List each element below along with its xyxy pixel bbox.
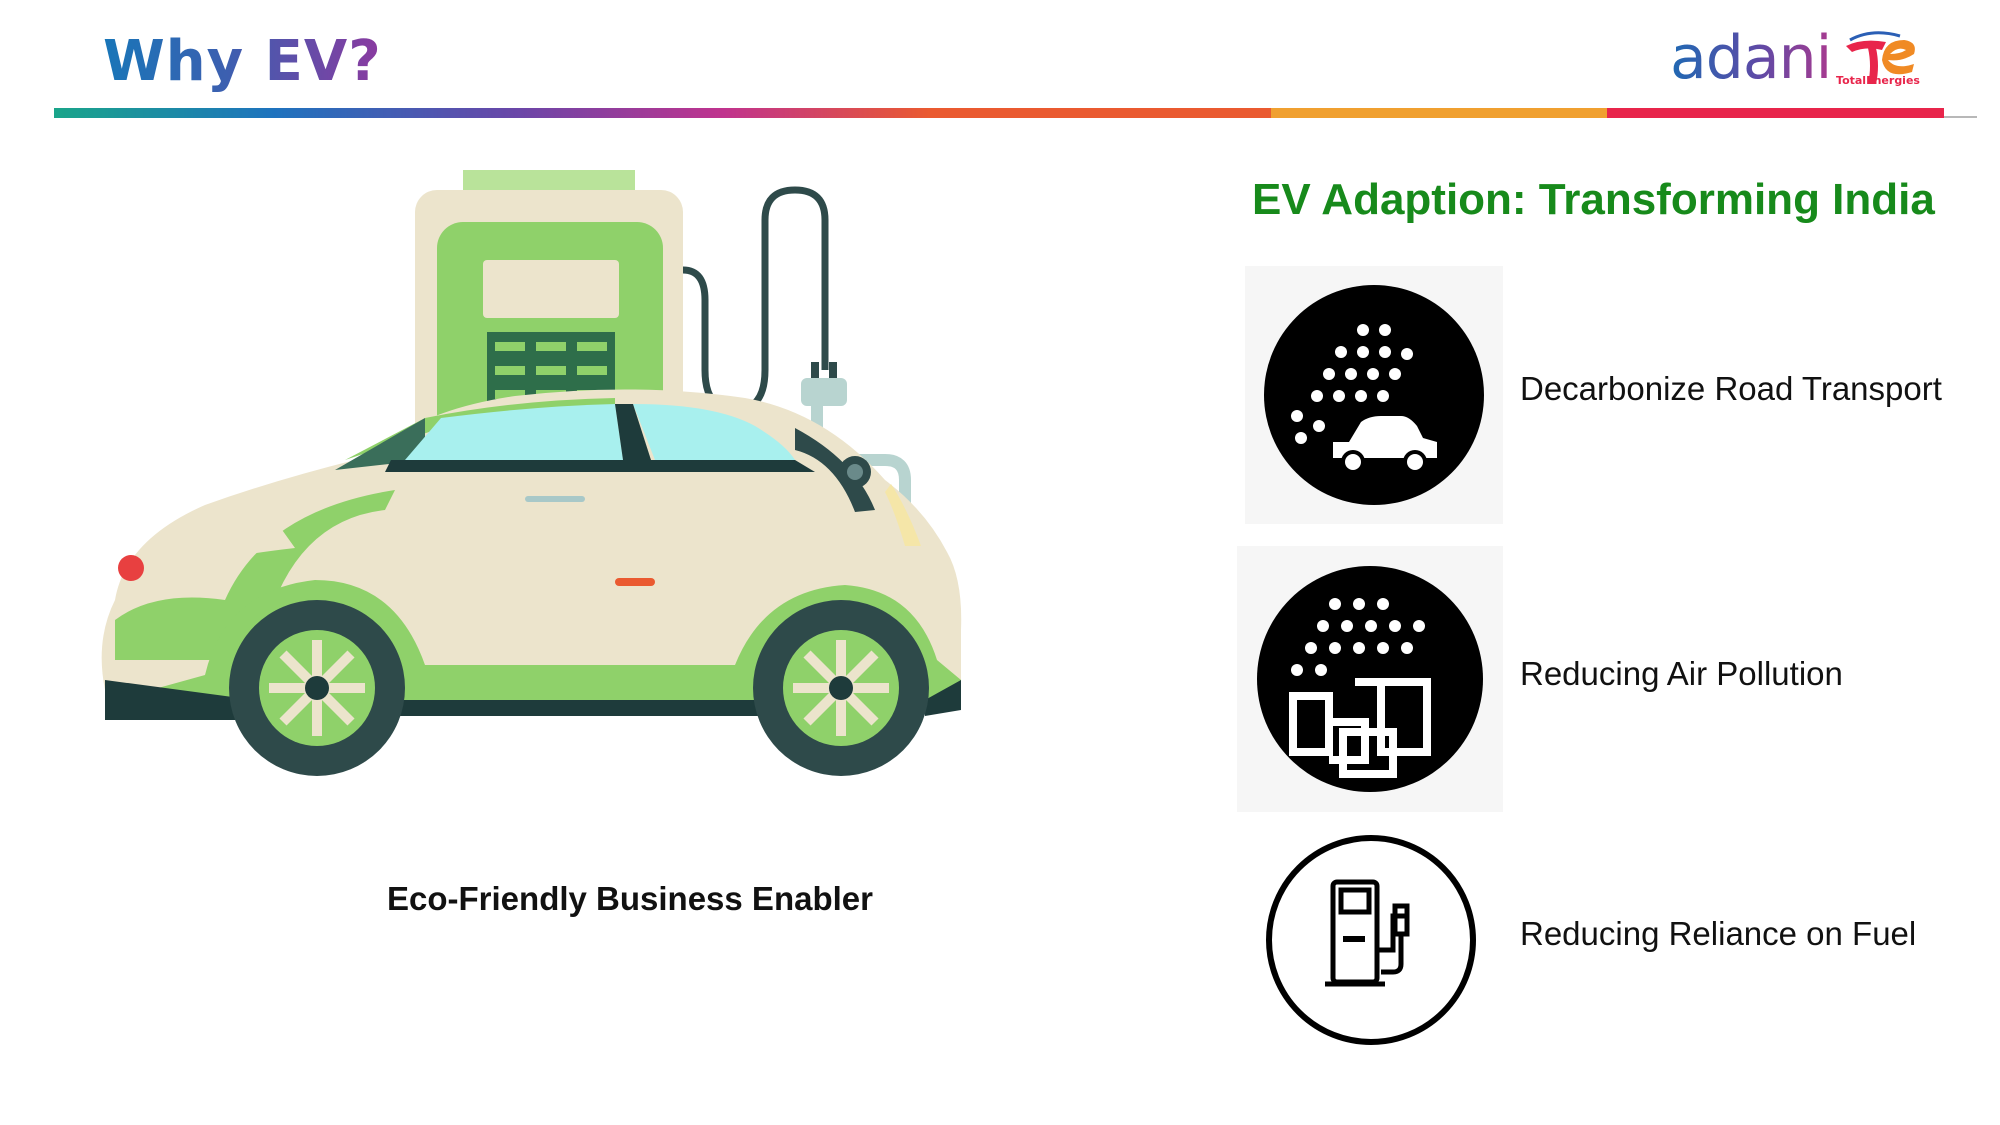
totalenergies-logo-text: TotalEnergies [1836,74,1920,87]
slide-title: Why EV? [103,22,382,102]
benefit-label-air-pollution: Reducing Air Pollution [1520,655,1843,692]
front-wheel-icon [753,600,929,776]
electric-car-icon [101,389,962,776]
totalenergies-logo-icon [1846,31,1915,84]
benefit-label-fuel-reliance: Reducing Reliance on Fuel [1520,915,1917,952]
ev-charging-illustration [101,170,962,776]
car-emissions-icon [1245,266,1503,524]
section-title: EV Adaption: Transforming India [1252,175,1935,224]
fuel-pump-icon [1266,835,1476,1045]
rear-wheel-icon [229,600,405,776]
adani-logo: adani [1670,20,1832,96]
illustration-caption: Eco-Friendly Business Enabler [387,880,873,917]
header-bar-tail [1944,116,1977,118]
factory-pollution-icon [1237,546,1503,812]
benefit-label-decarbonize: Decarbonize Road Transport [1520,370,1942,407]
header-color-bar [54,108,1944,118]
